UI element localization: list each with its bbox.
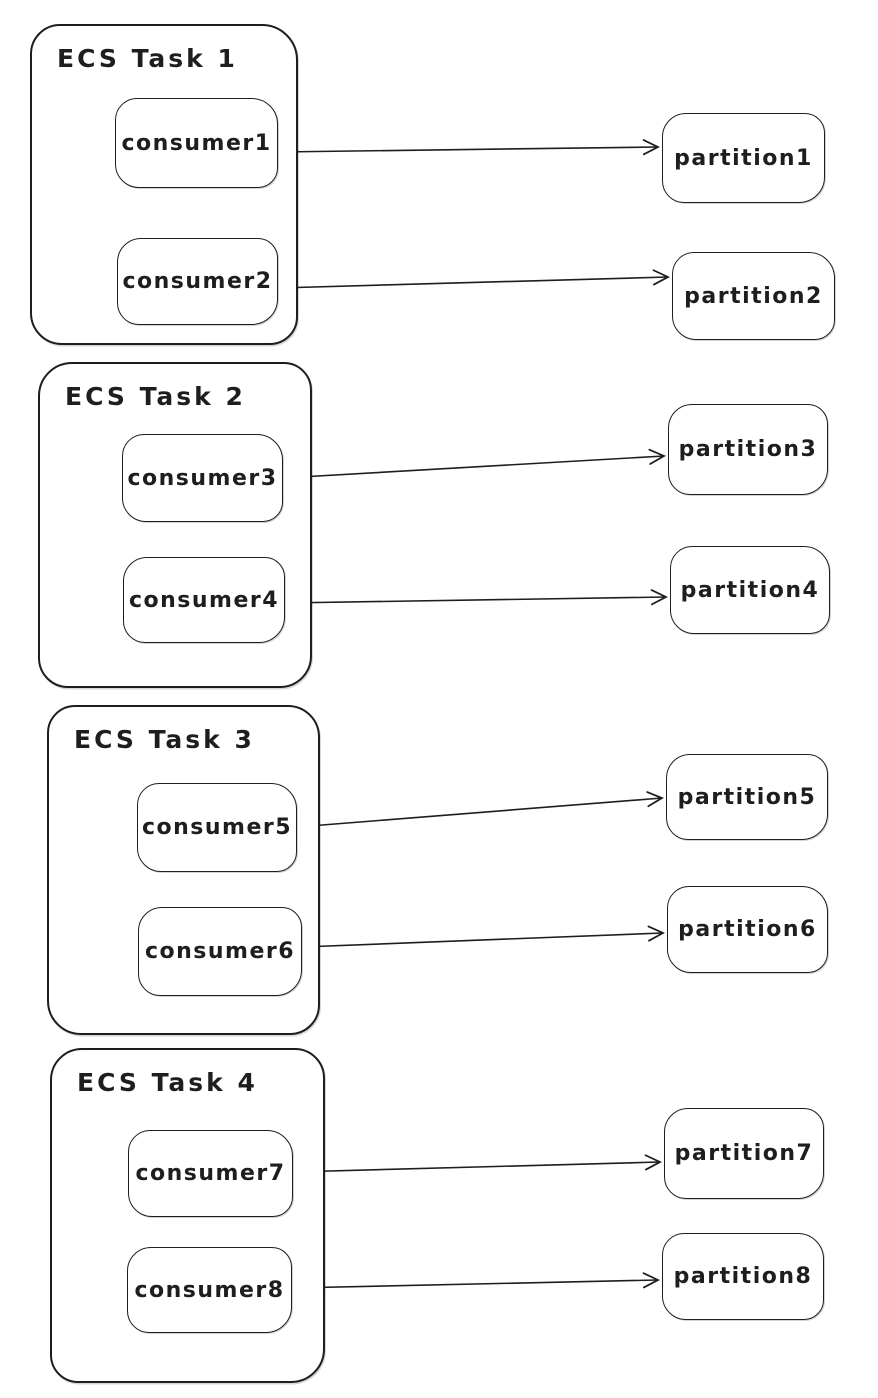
partition4-node: partition4 <box>670 546 830 634</box>
consumer4-label: consumer4 <box>128 587 280 613</box>
partition2-node: partition2 <box>672 252 835 340</box>
consumer8-label: consumer8 <box>134 1277 285 1303</box>
arrow-consumer7-partition7 <box>292 1154 662 1173</box>
partition1-label: partition1 <box>674 145 813 171</box>
arrow-consumer3-partition3 <box>282 448 666 479</box>
consumer8-node: consumer8 <box>127 1247 292 1333</box>
consumer5-label: consumer5 <box>141 815 293 840</box>
ecs-task-2-title: ECS Task 2 <box>65 382 246 411</box>
consumer5-node: consumer5 <box>137 783 297 872</box>
partition5-label: partition5 <box>677 784 817 810</box>
arrow-consumer8-partition8 <box>291 1272 660 1289</box>
consumer7-label: consumer7 <box>135 1161 286 1186</box>
arrow-consumer5-partition5 <box>296 791 664 828</box>
consumer1-node: consumer1 <box>115 98 278 188</box>
partition7-node: partition7 <box>664 1108 824 1199</box>
consumer3-node: consumer3 <box>122 434 283 522</box>
ecs-task-1-title: ECS Task 1 <box>57 44 238 73</box>
partition7-label: partition7 <box>674 1141 814 1166</box>
consumer2-node: consumer2 <box>117 238 278 325</box>
ecs-task-4-title: ECS Task 4 <box>77 1068 258 1097</box>
consumer6-label: consumer6 <box>144 939 296 964</box>
arrow-consumer4-partition4 <box>284 589 668 606</box>
partition3-node: partition3 <box>668 404 828 495</box>
consumer3-label: consumer3 <box>127 465 278 491</box>
partition5-node: partition5 <box>666 754 828 840</box>
consumer1-label: consumer1 <box>121 130 272 156</box>
arrow-consumer6-partition6 <box>301 925 665 948</box>
partition2-label: partition2 <box>684 283 823 309</box>
partition6-label: partition6 <box>678 917 817 942</box>
consumer2-label: consumer2 <box>122 269 273 294</box>
arrow-consumer2-partition2 <box>277 269 670 289</box>
consumer7-node: consumer7 <box>128 1130 293 1217</box>
partition1-node: partition1 <box>662 113 825 203</box>
ecs-task-3-title: ECS Task 3 <box>74 725 255 754</box>
consumer6-node: consumer6 <box>138 907 302 996</box>
partition4-label: partition4 <box>680 577 820 603</box>
consumer4-node: consumer4 <box>123 557 285 643</box>
partition3-label: partition3 <box>678 437 818 462</box>
partition8-label: partition8 <box>673 1264 813 1289</box>
partition6-node: partition6 <box>667 886 828 973</box>
partition8-node: partition8 <box>662 1233 824 1320</box>
arrow-consumer1-partition1 <box>277 139 660 156</box>
